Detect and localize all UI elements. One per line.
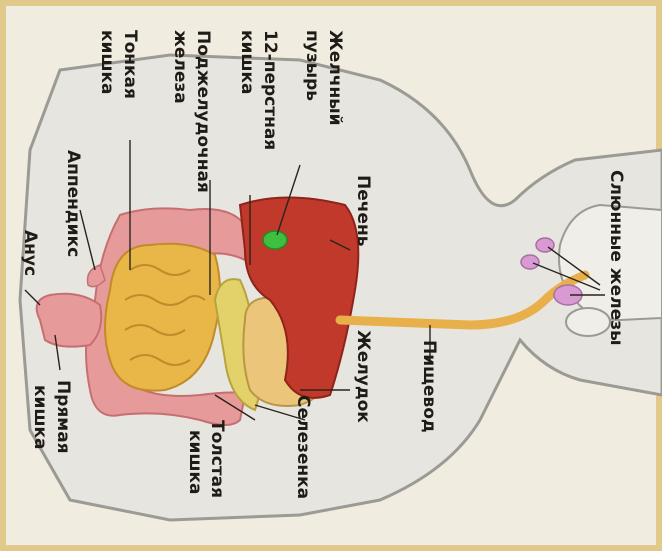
label-esophagus: Пищевод <box>419 340 439 433</box>
label-anus: Анус <box>20 230 40 276</box>
label-duodenum-line2: кишка <box>237 30 257 95</box>
label-rectum-line2: кишка <box>30 385 50 450</box>
label-duodenum-line1: 12-перстная <box>260 30 280 150</box>
label-pancreas-line2: железа <box>170 30 190 104</box>
label-rectum-line1: Прямая <box>53 380 73 454</box>
label-salivary-glands: Слюнные железы <box>606 170 626 345</box>
salivary-gland-shape <box>521 255 539 269</box>
label-liver: Печень <box>353 175 373 246</box>
label-spleen: Селезенка <box>293 395 313 499</box>
label-small-intestine-line2: кишка <box>97 30 117 95</box>
label-colon-line2: кишка <box>185 430 205 495</box>
ear-shape <box>566 308 610 336</box>
label-gallbladder-line2: пузырь <box>302 30 322 101</box>
gallbladder-shape <box>263 231 287 249</box>
label-stomach: Желудок <box>353 330 373 423</box>
label-gallbladder-line1: Желчный <box>325 30 345 126</box>
label-pancreas-line1: Поджелудочная <box>193 30 213 193</box>
rectum-shape <box>37 294 102 347</box>
label-small-intestine-line1: Тонкая <box>120 30 140 99</box>
label-appendix: Аппендикс <box>63 150 83 257</box>
label-colon-line1: Толстая <box>207 420 227 498</box>
